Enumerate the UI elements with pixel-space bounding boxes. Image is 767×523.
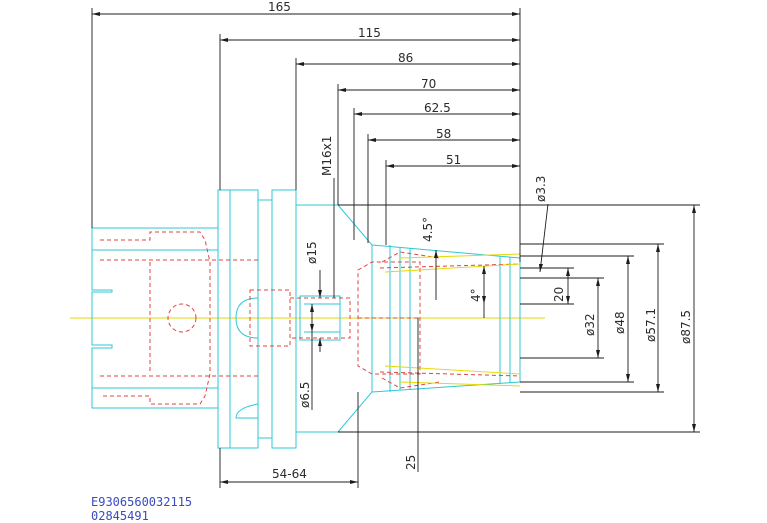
dim-54-64-label: 54-64 [272, 467, 307, 481]
dim-25-label: 25 [404, 455, 418, 470]
dim-20-label: 20 [552, 287, 566, 302]
phi3-3-label: ø3.3 [534, 176, 548, 202]
dim-70-label: 70 [421, 77, 436, 91]
phi57-1-label: ø57.1 [644, 308, 658, 342]
identifier-line-2: 02845491 [91, 509, 149, 523]
angle-4-5-label: 4.5° [421, 217, 435, 242]
phi32-label: ø32 [583, 313, 597, 336]
dim-51-label: 51 [446, 153, 461, 167]
dim-62-5-label: 62.5 [424, 101, 451, 115]
part-identifier: E9306560032115 02845491 [91, 495, 192, 523]
horizontal-dimensions: 165 115 86 70 62.5 58 51 [91, 0, 521, 488]
hidden-lines [100, 231, 521, 405]
dim-58-label: 58 [436, 127, 451, 141]
phi6-5-label: ø6.5 [298, 382, 312, 408]
phi48-label: ø48 [613, 311, 627, 334]
dim-165-label: 165 [268, 0, 291, 14]
thread-label: M16x1 [320, 136, 334, 176]
taper-lines [384, 253, 521, 387]
phi15-label: ø15 [305, 241, 319, 264]
dim-86-label: 86 [398, 51, 413, 65]
dim-115-label: 115 [358, 26, 381, 40]
vertical-dimensions: M16x1 ø15 ø6.5 25 4.5° 4° ø3.3 20 [298, 136, 700, 472]
holder-outline [91, 189, 521, 449]
angle-4-label: 4° [469, 288, 483, 302]
phi87-5-label: ø87.5 [679, 310, 693, 344]
identifier-line-1: E9306560032115 [91, 495, 192, 509]
